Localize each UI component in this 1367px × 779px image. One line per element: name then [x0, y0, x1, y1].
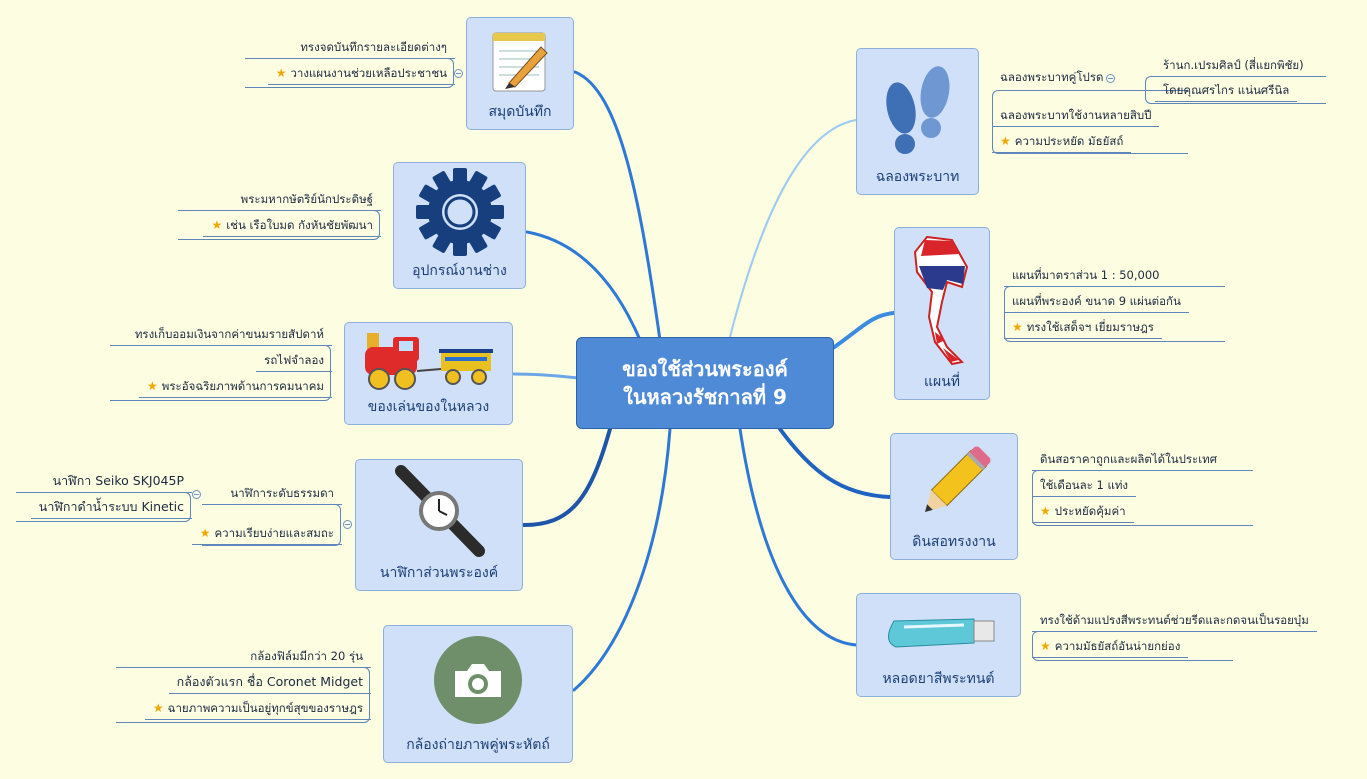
list-item[interactable]: ★ความเรียบง่ายและสมถะ: [191, 524, 342, 545]
list-item[interactable]: พระมหากษัตริย์นักประดิษฐ์: [232, 190, 381, 211]
watch-children: นาฬิการะดับธรรมดา ★ความเรียบง่ายและสมถะ: [172, 484, 352, 546]
list-item[interactable]: โดยคุณศรไกร แน่นศรีนิล: [1155, 81, 1298, 102]
thailand-map-icon: [907, 228, 977, 371]
star-icon: ★: [1000, 134, 1011, 148]
star-icon: ★: [211, 218, 223, 232]
collapse-toggle[interactable]: [343, 520, 352, 529]
footwear-children: ฉลองพระบาทคู่โปรด ฉลองพระบาทใช้งานหลายสิ…: [992, 68, 1188, 154]
gear-icon: [414, 163, 506, 260]
topic-label: หลอดยาสีพระทนต์: [882, 671, 995, 687]
link-map: [828, 311, 896, 352]
list-item[interactable]: ★ประหยัดคุ้มค่า: [1032, 502, 1134, 523]
link-notepad: [573, 70, 662, 342]
tools-children: พระมหากษัตริย์นักประดิษฐ์ ★เช่น เรือใบมด…: [178, 190, 381, 240]
toy-train-children: ทรงเก็บออมเงินจากค่าขนมรายสัปดาห์ รถไฟจำ…: [110, 325, 332, 401]
link-tools: [525, 230, 642, 342]
topic-map[interactable]: แผนที่: [894, 227, 990, 400]
list-item[interactable]: ★ความประหยัด มัธยัสถ์: [992, 132, 1132, 153]
list-item[interactable]: กล้องตัวแรก ชื่อ Coronet Midget: [168, 673, 371, 694]
map-children: แผนที่มาตราส่วน 1 : 50,000 แผนที่พระองค์…: [1004, 266, 1225, 342]
list-item[interactable]: ทรงใช้ด้ามแปรงสีพระทนต์ช่วยรีดและกดจนเป็…: [1032, 611, 1317, 632]
toothpaste-icon: [874, 594, 1004, 668]
topic-label: ของเล่นของในหลวง: [367, 399, 490, 415]
list-item[interactable]: แผนที่มาตราส่วน 1 : 50,000: [1004, 266, 1168, 287]
link-pencil: [778, 427, 892, 499]
topic-label: แผนที่: [923, 374, 961, 390]
link-watch: [522, 427, 612, 527]
list-item[interactable]: ฉลองพระบาทคู่โปรด: [1000, 70, 1104, 84]
pencil-icon: [909, 434, 999, 531]
link-camera: [572, 427, 672, 692]
footprints-icon: [873, 49, 963, 166]
list-item[interactable]: ร้านก.เปรมศิลป์ (สี่แยกพิชัย): [1155, 56, 1312, 77]
star-icon: ★: [199, 526, 211, 540]
topic-label: กล้องถ่ายภาพคู่พระหัตถ์: [406, 737, 550, 753]
list-item[interactable]: นาฬิกา Seiko SKJ045P: [44, 472, 192, 493]
list-item[interactable]: ทรงจดบันทึกรายละเอียดต่างๆ: [292, 38, 455, 59]
list-item[interactable]: นาฬิกาดำน้ำระบบ Kinetic: [30, 498, 192, 519]
camera-icon: [433, 626, 523, 734]
list-item[interactable]: แผนที่พระองค์ ขนาด 9 แผ่นต่อกัน: [1004, 292, 1189, 313]
star-icon: ★: [1040, 639, 1051, 653]
list-item[interactable]: ★ความมัธยัสถ์อันน่ายกย่อง: [1032, 637, 1189, 658]
collapse-toggle[interactable]: [192, 490, 201, 499]
wristwatch-icon: [379, 460, 499, 562]
collapse-toggle[interactable]: [1106, 74, 1115, 83]
central-topic[interactable]: ของใช้ส่วนพระองค์ ในหลวงรัชกาลที่ 9: [576, 337, 834, 429]
topic-pencil[interactable]: ดินสอทรงงาน: [890, 433, 1018, 560]
list-item[interactable]: ★ฉายภาพความเป็นอยู่ทุกข์สุขของราษฎร: [144, 699, 371, 720]
camera-children: กล้องฟิล์มมีกว่า 20 รุ่น กล้องตัวแรก ชื่…: [116, 647, 371, 723]
star-icon: ★: [1040, 504, 1051, 518]
toothpaste-children: ทรงใช้ด้ามแปรงสีพระทนต์ช่วยรีดและกดจนเป็…: [1032, 611, 1337, 661]
topic-toy-train[interactable]: ของเล่นของในหลวง: [344, 322, 513, 425]
list-item[interactable]: ★วางแผนงานช่วยเหลือประชาชน: [267, 64, 455, 85]
footwear-subchildren: ร้านก.เปรมศิลป์ (สี่แยกพิชัย) โดยคุณศรไก…: [1145, 56, 1326, 104]
notepad-children: ทรงจดบันทึกรายละเอียดต่างๆ ★วางแผนงานช่ว…: [245, 38, 463, 88]
pencil-children: ดินสอราคาถูกและผลิตได้ในประเทศ ใช้เดือนล…: [1032, 450, 1253, 526]
star-icon: ★: [147, 379, 158, 393]
link-toothpaste: [738, 427, 858, 647]
notepad-icon: [485, 18, 555, 101]
topic-label: นาฬิกาส่วนพระองค์: [379, 565, 499, 581]
star-icon: ★: [275, 66, 287, 80]
topic-label: อุปกรณ์งานช่าง: [412, 263, 507, 279]
central-title-line1: ของใช้ส่วนพระองค์: [622, 357, 788, 381]
list-item[interactable]: ★พระอัจฉริยภาพด้านการคมนาคม: [139, 377, 332, 398]
list-item[interactable]: ทรงเก็บออมเงินจากค่าขนมรายสัปดาห์: [126, 325, 332, 346]
list-item[interactable]: กล้องฟิล์มมีกว่า 20 รุ่น: [242, 647, 371, 668]
watch-subchildren: นาฬิกา Seiko SKJ045P นาฬิกาดำน้ำระบบ Kin…: [16, 472, 192, 522]
list-item[interactable]: ★ทรงใช้เสด็จฯ เยี่ยมราษฎร: [1004, 318, 1162, 339]
link-toy: [512, 372, 580, 380]
toy-train-icon: [359, 323, 499, 396]
list-item[interactable]: นาฬิการะดับธรรมดา: [222, 484, 342, 505]
topic-label: ดินสอทรงงาน: [912, 534, 996, 550]
star-icon: ★: [1012, 320, 1023, 334]
list-item[interactable]: ฉลองพระบาทใช้งานหลายสิบปี: [992, 106, 1160, 127]
central-title-line2: ในหลวงรัชกาลที่ 9: [623, 385, 787, 409]
topic-tools[interactable]: อุปกรณ์งานช่าง: [393, 162, 526, 289]
topic-camera[interactable]: กล้องถ่ายภาพคู่พระหัตถ์: [383, 625, 573, 763]
topic-watch[interactable]: นาฬิกาส่วนพระองค์: [355, 459, 523, 591]
link-shoes: [729, 119, 857, 338]
list-item[interactable]: ใช้เดือนละ 1 แท่ง: [1032, 476, 1137, 497]
list-item[interactable]: ดินสอราคาถูกและผลิตได้ในประเทศ: [1032, 450, 1226, 471]
list-item[interactable]: รถไฟจำลอง: [256, 351, 332, 372]
topic-label: สมุดบันทึก: [488, 104, 552, 120]
topic-notepad[interactable]: สมุดบันทึก: [466, 17, 574, 130]
list-item[interactable]: ★เช่น เรือใบมด กังหันชัยพัฒนา: [203, 216, 381, 237]
topic-footwear[interactable]: ฉลองพระบาท: [856, 48, 979, 195]
collapse-toggle[interactable]: [454, 69, 463, 78]
topic-toothpaste[interactable]: หลอดยาสีพระทนต์: [856, 593, 1021, 697]
star-icon: ★: [152, 701, 164, 715]
topic-label: ฉลองพระบาท: [875, 169, 960, 185]
